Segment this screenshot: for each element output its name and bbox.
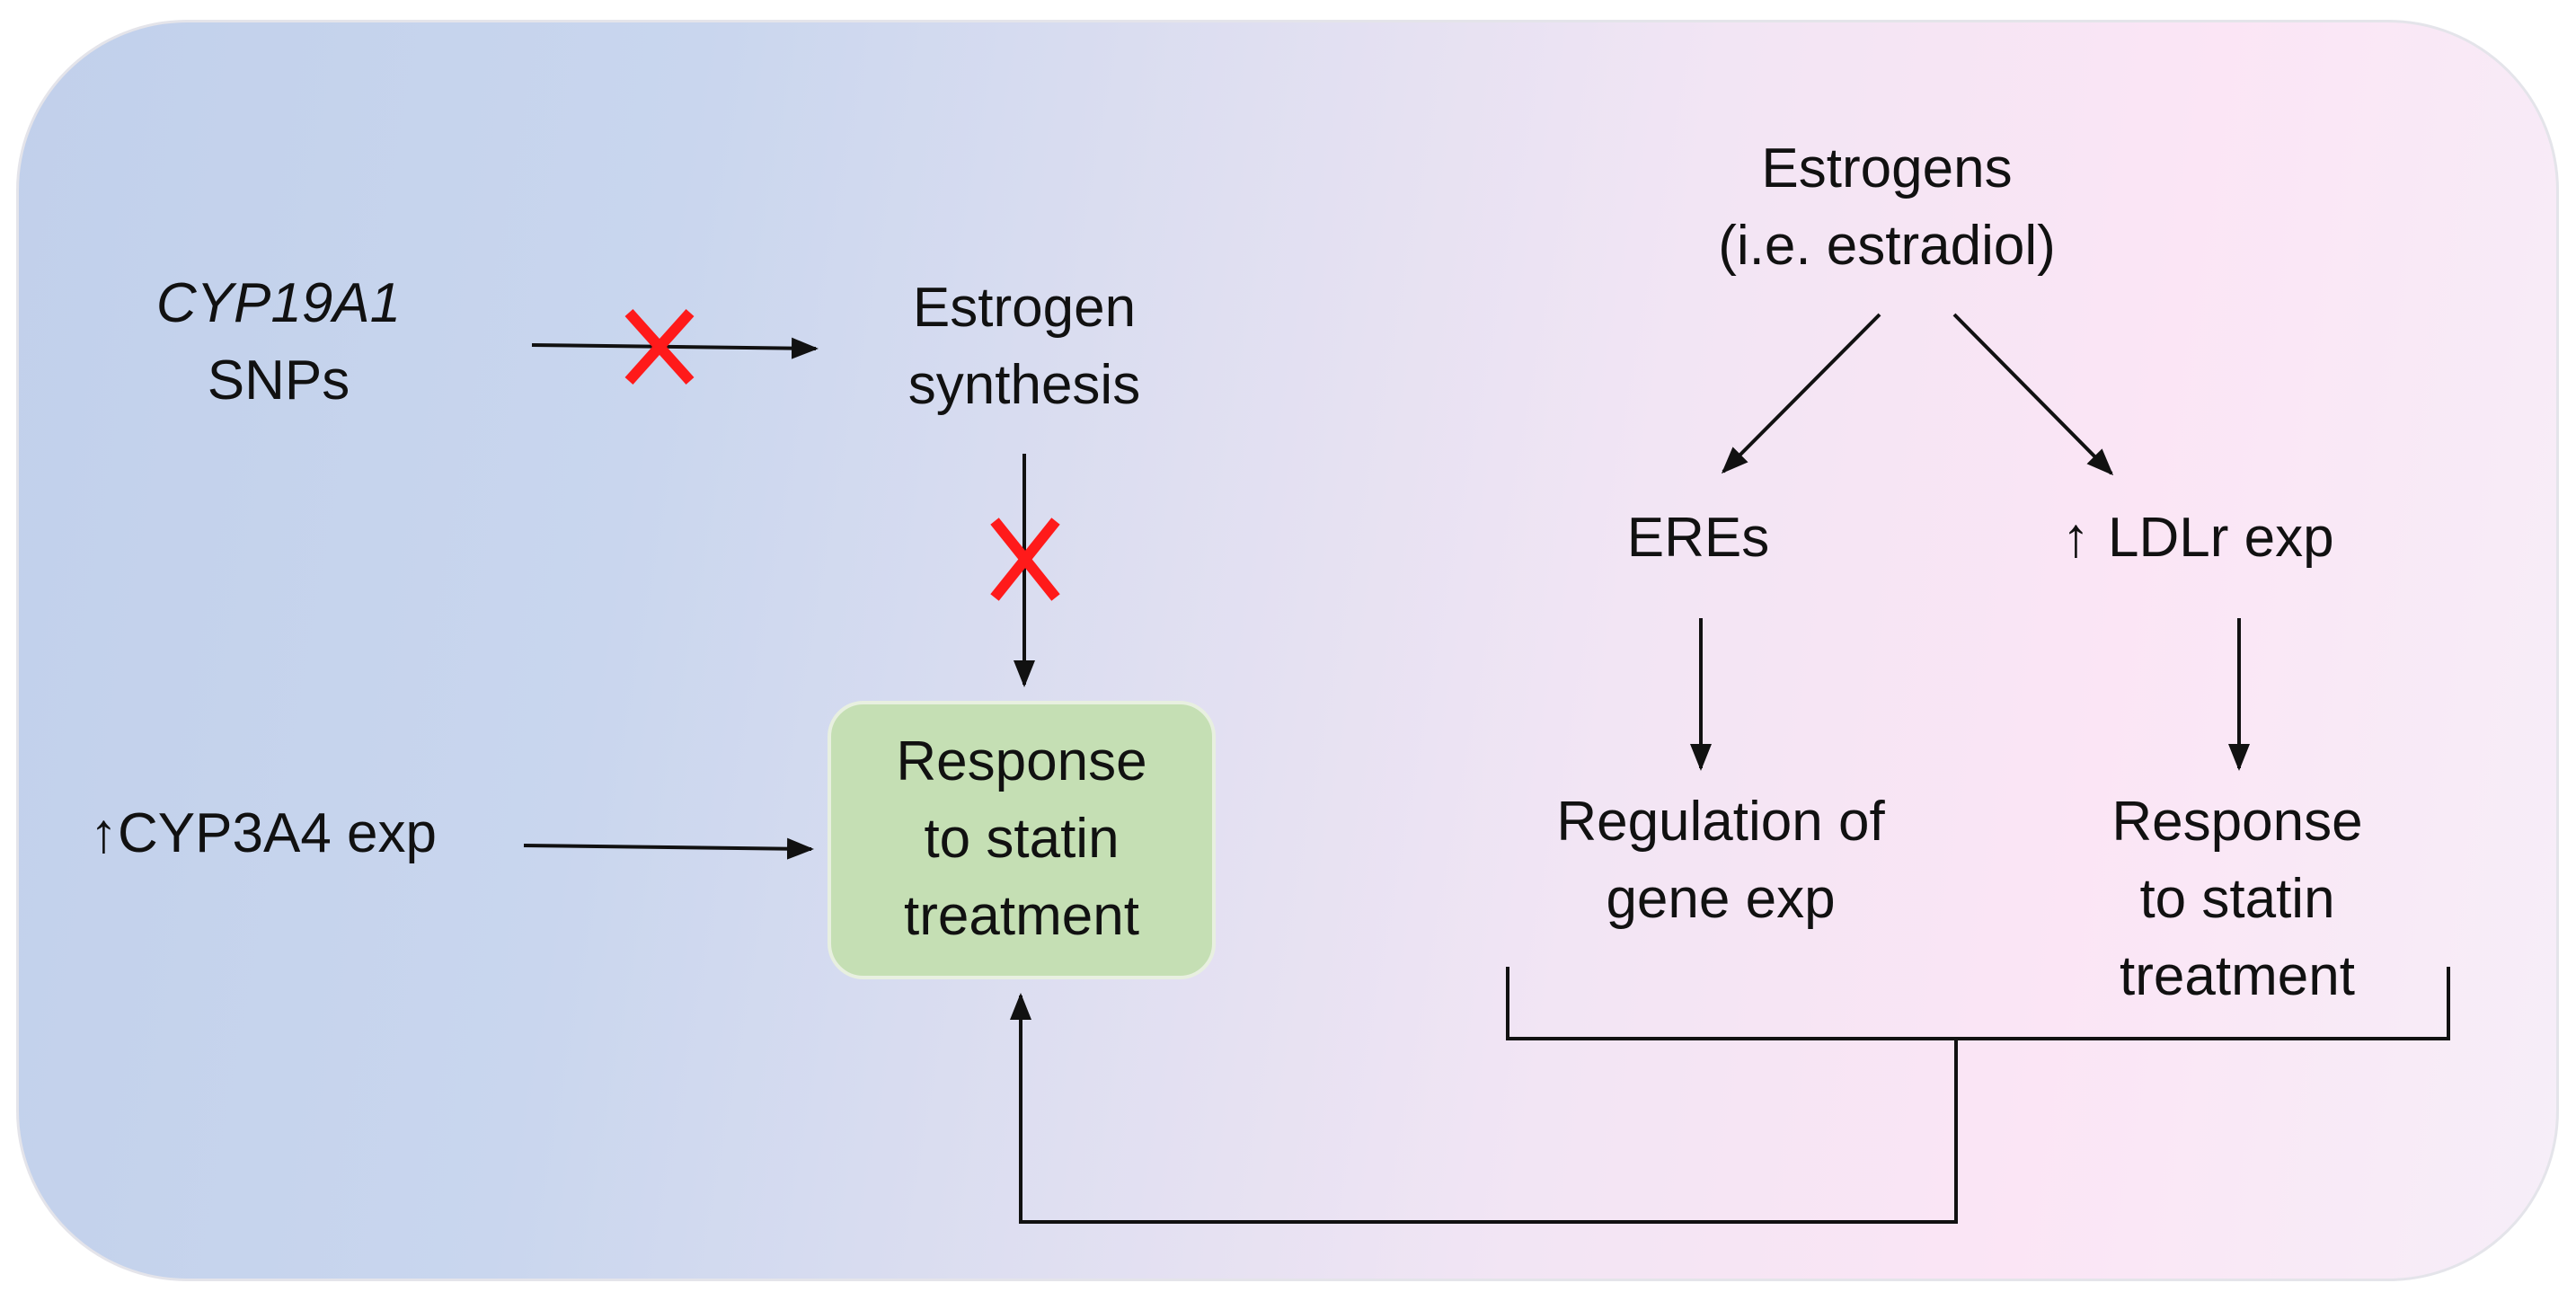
up-arrow-icon: ↑ <box>2062 507 2090 569</box>
cyp19a1-gene-name: CYP19A1 <box>155 272 402 334</box>
diagram-background <box>16 20 2559 1281</box>
statin-response-right-label: Response to statin treatment <box>2013 783 2462 1015</box>
statin-response-center-line3: treatment <box>904 885 1139 947</box>
estrogens-label: Estrogens (i.e. estradiol) <box>1608 130 2165 285</box>
arrow-estrogens-to-eres <box>1721 313 1881 474</box>
statin-response-center-line1: Response <box>896 730 1147 792</box>
estrogen-synthesis-line1: Estrogen <box>912 277 1137 339</box>
cyp19a1-snps-label: CYP19A1 SNPs <box>108 265 449 420</box>
cyp3a4-text: CYP3A4 exp <box>118 802 437 864</box>
statin-response-center-label: Response to statin treatment <box>828 723 1216 955</box>
statin-response-right-line2: to statin <box>2139 868 2335 930</box>
eres-text: EREs <box>1626 507 1770 569</box>
gene-regulation-line1: Regulation of <box>1556 791 1885 853</box>
estrogens-line1: Estrogens <box>1761 137 2013 199</box>
arrow-estrogens-to-ldlr <box>1952 313 2114 476</box>
estrogen-synthesis-line2: synthesis <box>907 354 1141 416</box>
statin-response-right-line1: Response <box>2111 791 2363 853</box>
bracket-right-branch <box>1506 967 2450 1040</box>
gene-regulation-label: Regulation of gene exp <box>1474 783 1968 938</box>
estrogens-line2: (i.e. estradiol) <box>1718 215 2056 277</box>
statin-response-center-line2: to statin <box>924 808 1120 870</box>
snps-text: SNPs <box>207 350 350 412</box>
block-x-icon <box>624 308 695 385</box>
eres-label: EREs <box>1563 500 1833 577</box>
ldlr-label: ↑ LDLr exp <box>2062 500 2334 577</box>
cyp3a4-label: ↑CYP3A4 exp <box>90 795 437 872</box>
arrow-cyp3a4-to-response <box>523 837 814 860</box>
statin-response-right-line3: treatment <box>2120 945 2355 1007</box>
arrow-snps-to-synthesis <box>531 337 819 359</box>
arrow-feedback-to-response <box>1010 993 1958 1224</box>
block-x-icon <box>990 518 1060 601</box>
statin-response-box <box>828 701 1216 979</box>
ldlr-text: LDLr exp <box>2108 507 2334 569</box>
estrogen-synthesis-label: Estrogen synthesis <box>845 270 1204 424</box>
up-arrow-icon: ↑ <box>90 802 118 864</box>
gene-regulation-line2: gene exp <box>1606 868 1836 930</box>
